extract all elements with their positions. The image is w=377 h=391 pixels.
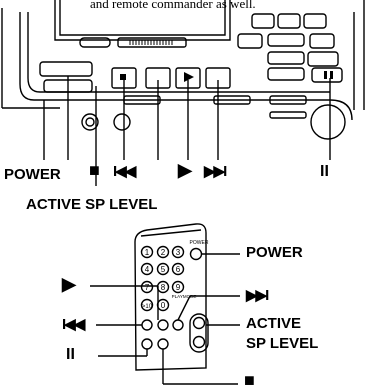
key-2: 2: [161, 248, 166, 257]
label-player-stop: ■: [89, 160, 100, 180]
key-9: 9: [176, 283, 181, 292]
label-remote-next: ▶▶I: [246, 287, 269, 304]
key-8: 8: [161, 283, 166, 292]
label-player-next: ▶▶I: [204, 163, 227, 180]
label-player-pause: II: [320, 163, 329, 180]
remote-power-text: POWER: [190, 240, 209, 246]
label-remote-sp-level: SP LEVEL: [246, 335, 319, 352]
label-remote-stop: ■: [244, 370, 255, 390]
key-4: 4: [145, 265, 150, 274]
key-0: 0: [161, 301, 166, 310]
player-body: [1, 0, 365, 140]
key-over10: >10: [142, 304, 153, 310]
label-remote-play: ▶: [62, 274, 76, 294]
remote-playmode-text: PLAYMODE: [172, 294, 197, 299]
player-callouts: [43, 76, 331, 186]
label-remote-power: POWER: [246, 244, 303, 261]
key-1: 1: [145, 248, 150, 257]
label-player-active-sp-level: ACTIVE SP LEVEL: [26, 196, 158, 213]
caption-fragment: and remote commander as well.: [90, 0, 256, 11]
label-player-play: ▶: [178, 160, 192, 180]
label-remote-pause: II: [66, 346, 75, 363]
key-7: 7: [145, 283, 150, 292]
remote-callouts: [90, 253, 240, 385]
key-6: 6: [176, 265, 181, 274]
label-remote-active: ACTIVE: [246, 315, 302, 332]
player-button-glyphs: [120, 71, 333, 82]
key-5: 5: [161, 265, 166, 274]
label-player-prev: I◀◀: [113, 163, 136, 180]
remote-keypad: 1 2 3 4 5 6 7 8 9 >10 0: [142, 248, 181, 310]
remote-body: [134, 223, 209, 371]
label-remote-prev: I◀◀: [62, 316, 85, 333]
label-player-power: POWER: [4, 166, 61, 183]
key-3: 3: [176, 248, 181, 257]
